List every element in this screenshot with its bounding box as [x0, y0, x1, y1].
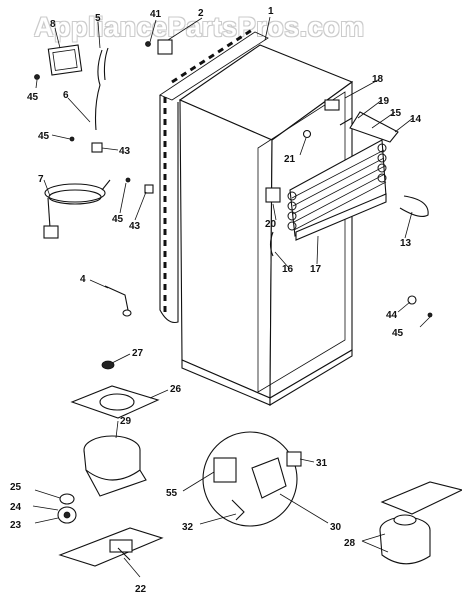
- callout-41: 41: [150, 9, 162, 20]
- callout-19: 19: [378, 96, 390, 107]
- callout-18: 18: [372, 74, 384, 85]
- condenser-coil: [287, 111, 399, 241]
- power-cord: [43, 179, 111, 239]
- callout-24: 24: [10, 502, 22, 513]
- callout-21: 21: [284, 154, 296, 165]
- cabinet-shell: [178, 44, 354, 406]
- callout-16: 16: [282, 264, 294, 275]
- compressor-assembly: [57, 360, 160, 524]
- callout-27: 27: [132, 348, 144, 359]
- relay-detail: [202, 431, 302, 527]
- callout-1: 1: [268, 6, 274, 17]
- callout-44: 44: [386, 310, 398, 321]
- right-side-parts: [265, 99, 433, 318]
- liner-gasket: [159, 28, 269, 324]
- callout-22: 22: [135, 584, 147, 595]
- callout-32: 32: [182, 522, 194, 533]
- callout-23: 23: [10, 520, 22, 531]
- callout-45-low: 45: [112, 214, 124, 225]
- callout-labels: 1 2 41 5 8 45 6 45 43 7 45 43 4 18 19 15…: [10, 6, 422, 595]
- callout-43-low: 43: [129, 221, 141, 232]
- watermark-logo: AppliancePartsPros.com: [34, 12, 365, 42]
- callout-15: 15: [390, 108, 402, 119]
- compressor-base-plate: [58, 527, 164, 567]
- second-compressor: [379, 481, 462, 565]
- callout-2: 2: [198, 8, 204, 19]
- callout-29: 29: [120, 416, 132, 427]
- callout-45-right: 45: [392, 328, 404, 339]
- callout-4: 4: [80, 274, 86, 285]
- callout-20: 20: [265, 219, 277, 230]
- callout-14: 14: [410, 114, 422, 125]
- tube-part: [104, 285, 132, 317]
- callout-17: 17: [310, 264, 322, 275]
- callout-26: 26: [170, 384, 182, 395]
- callout-55: 55: [166, 488, 178, 499]
- callout-45-mid: 45: [38, 131, 50, 142]
- callout-31: 31: [316, 458, 328, 469]
- callout-6: 6: [63, 90, 69, 101]
- callout-45-top: 45: [27, 92, 39, 103]
- callout-13: 13: [400, 238, 412, 249]
- callout-30: 30: [330, 522, 342, 533]
- callout-28: 28: [344, 538, 356, 549]
- callout-25: 25: [10, 482, 22, 493]
- leader-lines: [32, 16, 431, 578]
- callout-5: 5: [95, 13, 101, 24]
- callout-7: 7: [38, 174, 44, 185]
- callout-8: 8: [50, 19, 56, 30]
- wiring-harness: [34, 39, 173, 194]
- callout-43-top: 43: [119, 146, 131, 157]
